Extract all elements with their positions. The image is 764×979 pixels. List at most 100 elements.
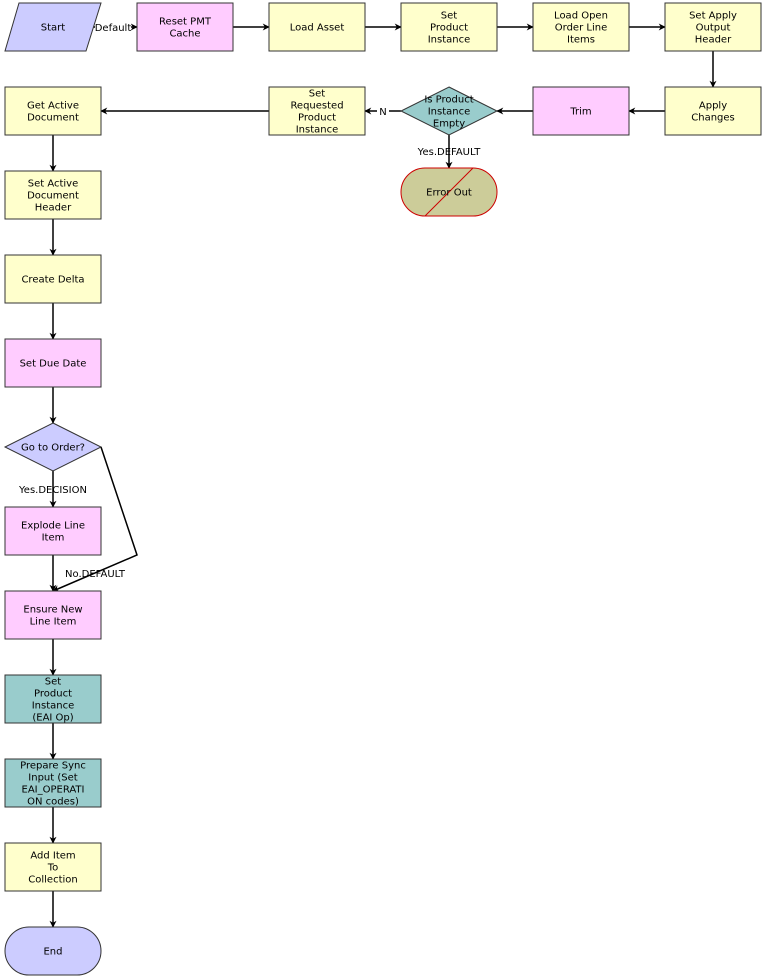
add-item-to-collection-label-line: To [47, 863, 59, 874]
set-active-document-header-node[interactable] [4, 170, 102, 220]
create-delta-node[interactable] [4, 254, 102, 304]
set-product-instance-eai-op-label-line: (EAI Op) [32, 713, 73, 724]
end-node[interactable] [4, 926, 102, 976]
prepare-sync-input-label-line: EAI_OPERATI [22, 785, 85, 796]
edge-label-yes-default: Yes.DEFAULT [417, 147, 482, 158]
set-product-instance-label-line: Set [441, 11, 458, 22]
set-requested-product-instance-node[interactable] [268, 86, 366, 136]
load-asset-label: Load Asset [290, 23, 345, 34]
set-requested-product-instance-label-line: Set [309, 89, 326, 100]
edge-label-default: Default [95, 23, 132, 34]
start-node-shape[interactable] [4, 2, 102, 52]
error-out-label-line: Error Out [426, 188, 472, 199]
load-open-order-line-items-node[interactable] [532, 2, 630, 52]
go-to-order-decision[interactable] [3, 422, 103, 472]
set-due-date-label-line: Set Due Date [20, 359, 87, 370]
set-requested-product-instance-label-line: Requested [290, 101, 343, 112]
edge-label-yes-decision: Yes.DECISION [18, 485, 87, 496]
prepare-sync-input-label-line: Prepare Sync [20, 761, 86, 772]
ensure-new-line-item-label-line: Ensure New [23, 605, 82, 616]
explode-line-item-label-line: Explode Line [21, 521, 85, 532]
end-label: End [43, 947, 62, 958]
load-asset-node[interactable] [268, 2, 366, 52]
connectors [49, 23, 717, 928]
load-asset-label-line: Load Asset [290, 23, 345, 34]
apply-changes-label-line: Changes [691, 113, 735, 124]
error-out-slash [424, 167, 474, 217]
set-due-date-node[interactable] [4, 338, 102, 388]
edge-label-no-default: No.DEFAULT [65, 569, 126, 580]
add-item-to-collection-label-line: Collection [28, 875, 77, 886]
start-node-label: Start [41, 23, 66, 34]
end-label-line: End [43, 947, 62, 958]
set-apply-output-header-node[interactable] [664, 2, 762, 52]
load-open-order-line-items-label-line: Items [567, 35, 595, 46]
prepare-sync-input-node[interactable] [4, 758, 102, 808]
reset-pmt-cache-label-line: Reset PMT [159, 17, 212, 28]
reset-pmt-cache-label-line: Cache [169, 29, 200, 40]
is-product-instance-empty-label-line: Empty [433, 119, 465, 130]
add-item-to-collection-node[interactable] [4, 842, 102, 892]
edge-label-bg-default [95, 20, 131, 33]
load-open-order-line-items-label-line: Load Open [554, 11, 608, 22]
set-due-date-label: Set Due Date [20, 359, 87, 370]
is-product-instance-empty-decision[interactable] [399, 86, 499, 136]
edge-label-bg-n [377, 105, 389, 118]
explode-line-item-label-line: Item [42, 533, 65, 544]
set-apply-output-header-label-line: Output [696, 23, 731, 34]
add-item-to-collection-label-line: Add Item [30, 851, 75, 862]
apply-changes-node[interactable] [664, 86, 762, 136]
trim-label: Trim [569, 107, 591, 118]
error-out-label: Error Out [426, 188, 472, 199]
trim-node[interactable] [532, 86, 630, 136]
get-active-document-label-line: Get Active [27, 101, 79, 112]
create-delta-label-line: Create Delta [21, 275, 84, 286]
set-product-instance-eai-op-label-line: Instance [32, 701, 75, 712]
is-product-instance-empty-label-line: Instance [428, 107, 471, 118]
explode-line-item-node[interactable] [4, 506, 102, 556]
start-label-line: Start [41, 23, 66, 34]
set-product-instance-eai-op-node[interactable] [4, 674, 102, 724]
create-delta-label: Create Delta [21, 275, 84, 286]
ensure-new-line-item-node[interactable] [4, 590, 102, 640]
set-apply-output-header-label-line: Set Apply [689, 11, 737, 22]
load-open-order-line-items-label-line: Order Line [555, 23, 607, 34]
edge-label-n: N [379, 107, 386, 118]
apply-changes-label-line: Apply [699, 101, 727, 112]
prepare-sync-input-label-line: ON codes) [27, 797, 79, 808]
get-active-document-label-line: Document [27, 113, 79, 124]
go-to-order-label-line: Go to Order? [21, 443, 85, 454]
set-requested-product-instance-label-line: Product [298, 113, 336, 124]
set-product-instance-eai-op-label-line: Product [34, 689, 72, 700]
go-to-order-label: Go to Order? [21, 443, 85, 454]
trim-label-line: Trim [569, 107, 591, 118]
edge-labels: Default N Yes.DEFAULT Yes.DECISION No.DE… [18, 20, 481, 580]
set-requested-product-instance-label-line: Instance [296, 125, 339, 136]
get-active-document-node[interactable] [4, 86, 102, 136]
set-active-document-header-label-line: Header [35, 203, 72, 214]
set-apply-output-header-label-line: Header [695, 35, 732, 46]
is-product-instance-empty-label-line: Is Product [424, 95, 473, 106]
reset-pmt-cache-node[interactable] [136, 2, 234, 52]
set-product-instance-label-line: Product [430, 23, 468, 34]
edge-go-to-order-no-default [52, 446, 138, 592]
set-active-document-header-label-line: Document [27, 191, 79, 202]
set-product-instance-node[interactable] [400, 2, 498, 52]
ensure-new-line-item-label-line: Line Item [30, 617, 77, 628]
prepare-sync-input-label-line: Input (Set [28, 773, 77, 784]
